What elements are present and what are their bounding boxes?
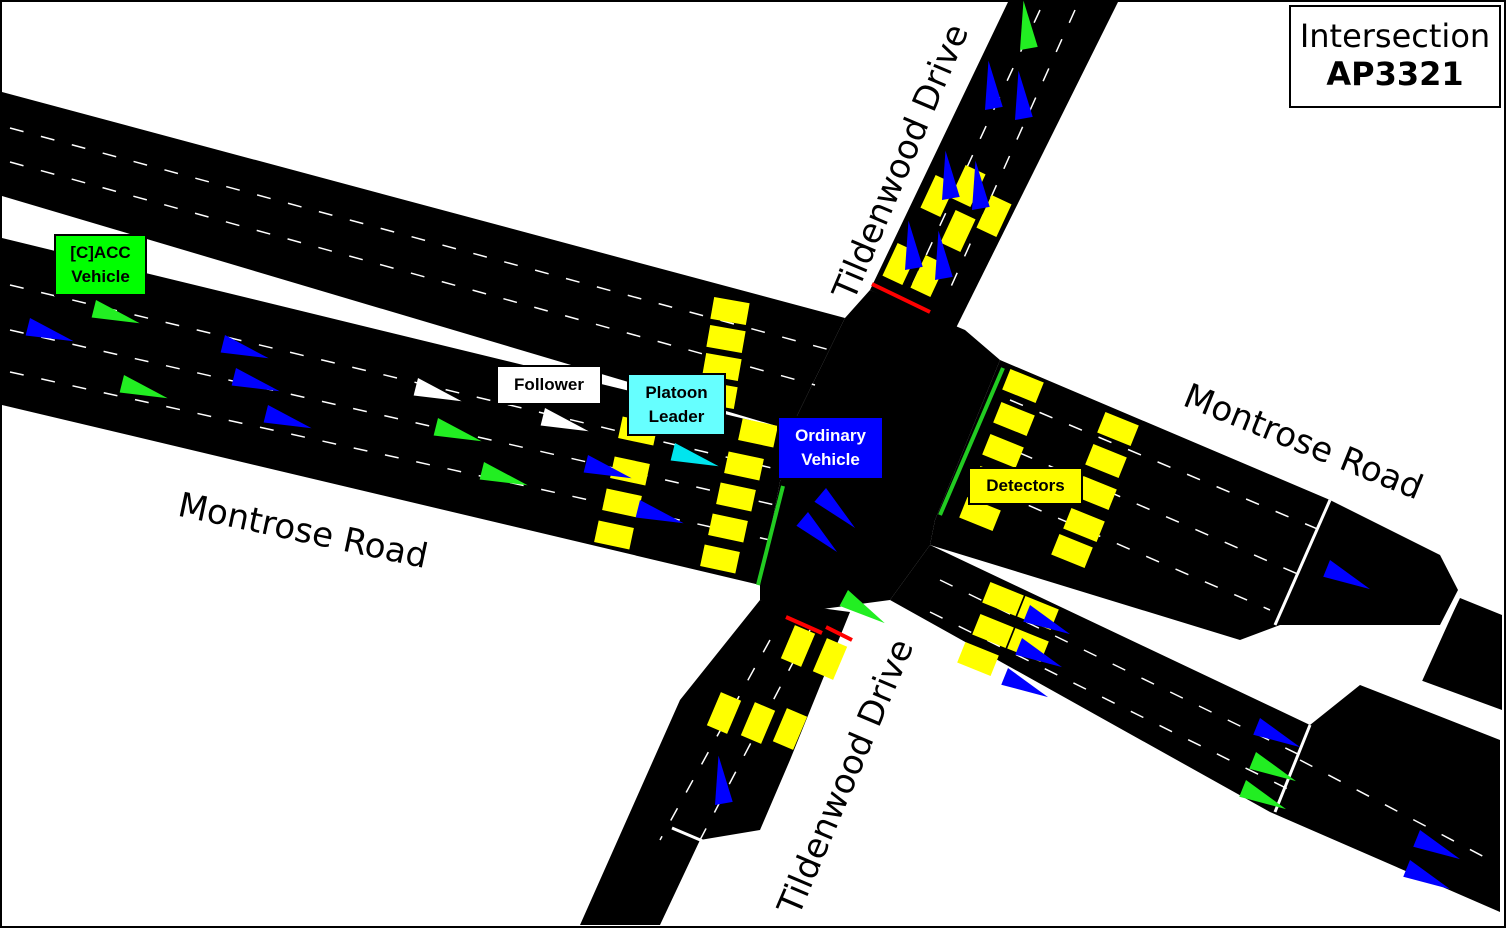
signal-bars: [756, 282, 1005, 642]
montrose-road-west-upper: [2, 92, 845, 430]
detector: [716, 482, 756, 512]
detector: [706, 325, 746, 353]
detector: [780, 625, 816, 667]
vehicle: [715, 755, 733, 805]
legend-ordinary-line2: Vehicle: [801, 450, 860, 469]
detector: [1075, 476, 1117, 510]
vehicle: [796, 512, 838, 553]
vehicle: [1249, 752, 1297, 782]
vehicle: [670, 443, 719, 467]
detector: [724, 451, 764, 481]
detector: [982, 582, 1024, 616]
vehicle: [231, 368, 280, 392]
legend-detectors-label: Detectors: [986, 476, 1065, 495]
vehicle: [91, 300, 140, 324]
vehicle: [814, 488, 856, 529]
montrose-road-west-lower: [2, 238, 790, 585]
vehicle: [119, 375, 168, 399]
vehicle: [635, 500, 684, 524]
vehicle: [1403, 860, 1451, 890]
legend-follower-label: Follower: [514, 375, 584, 394]
stop-bars: [671, 499, 1460, 844]
legend-platoon-leader: Platoon Leader: [627, 373, 726, 436]
vehicle: [583, 455, 632, 479]
vehicle: [972, 160, 990, 210]
detector: [610, 456, 650, 486]
vehicle: [1253, 718, 1301, 748]
legend-detectors: Detectors: [968, 467, 1083, 505]
detector: [708, 513, 748, 543]
vehicle: [905, 220, 923, 270]
detector: [706, 692, 742, 734]
detector: [772, 708, 808, 750]
legend-cacc-line1: [C]ACC: [70, 243, 131, 262]
detector: [812, 638, 848, 680]
legend-leader-line2: Leader: [648, 406, 705, 426]
vehicle: [1015, 70, 1033, 120]
intersection-title: Intersection: [1299, 17, 1491, 55]
detector: [602, 488, 642, 518]
legend-follower: Follower: [496, 365, 602, 405]
signal-red-south-1: [785, 615, 823, 635]
vehicle: [935, 230, 953, 280]
vehicle-group: [25, 0, 1461, 890]
vehicle: [413, 378, 462, 402]
detector: [1063, 508, 1105, 542]
detector: [1097, 412, 1139, 446]
montrose-road-east-stub: [1420, 598, 1502, 710]
detector: [1085, 444, 1127, 478]
detector: [972, 614, 1014, 648]
legend-cacc-line2: Vehicle: [71, 267, 130, 286]
detector: [594, 520, 634, 550]
vehicle: [433, 418, 482, 442]
vehicle: [1001, 668, 1049, 698]
vehicle: [839, 590, 885, 624]
detector: [738, 418, 778, 448]
detector: [993, 402, 1035, 436]
legend-cacc-vehicle: [C]ACC Vehicle: [54, 234, 147, 296]
vehicle: [540, 408, 589, 432]
detector: [700, 544, 740, 574]
tildenwood-drive-north: [870, 2, 1118, 330]
vehicle: [479, 462, 528, 486]
detector: [740, 702, 776, 744]
detector: [940, 210, 976, 252]
detector: [1002, 369, 1044, 403]
intersection-title-box: Intersection AP3321: [1289, 5, 1501, 108]
legend-ordinary-line1: Ordinary: [795, 426, 866, 445]
detector: [982, 434, 1024, 468]
vehicle: [25, 318, 74, 342]
vehicle: [220, 335, 269, 359]
vehicle: [1239, 780, 1287, 810]
tildenwood-drive-south: [580, 600, 850, 925]
detector: [1051, 534, 1093, 568]
detector: [710, 297, 750, 325]
legend-leader-line1: Platoon: [645, 382, 708, 402]
signal-red-south-2: [825, 625, 853, 642]
vehicle: [1020, 0, 1038, 50]
intersection-id: AP3321: [1326, 55, 1464, 93]
vehicle: [942, 150, 960, 200]
vehicle: [985, 60, 1003, 110]
signal-green-west: [756, 485, 785, 586]
montrose-road-east-lower: [890, 545, 1500, 912]
detector: [957, 642, 999, 676]
detector: [959, 497, 1001, 531]
vehicle: [1023, 605, 1071, 635]
vehicle: [1015, 638, 1063, 668]
vehicle: [263, 405, 312, 429]
vehicle: [1413, 830, 1461, 860]
legend-ordinary-vehicle: Ordinary Vehicle: [777, 416, 884, 480]
signal-green-east: [938, 367, 1005, 516]
detector: [976, 195, 1012, 237]
vehicle: [1323, 560, 1371, 590]
signal-red-north: [871, 282, 931, 314]
